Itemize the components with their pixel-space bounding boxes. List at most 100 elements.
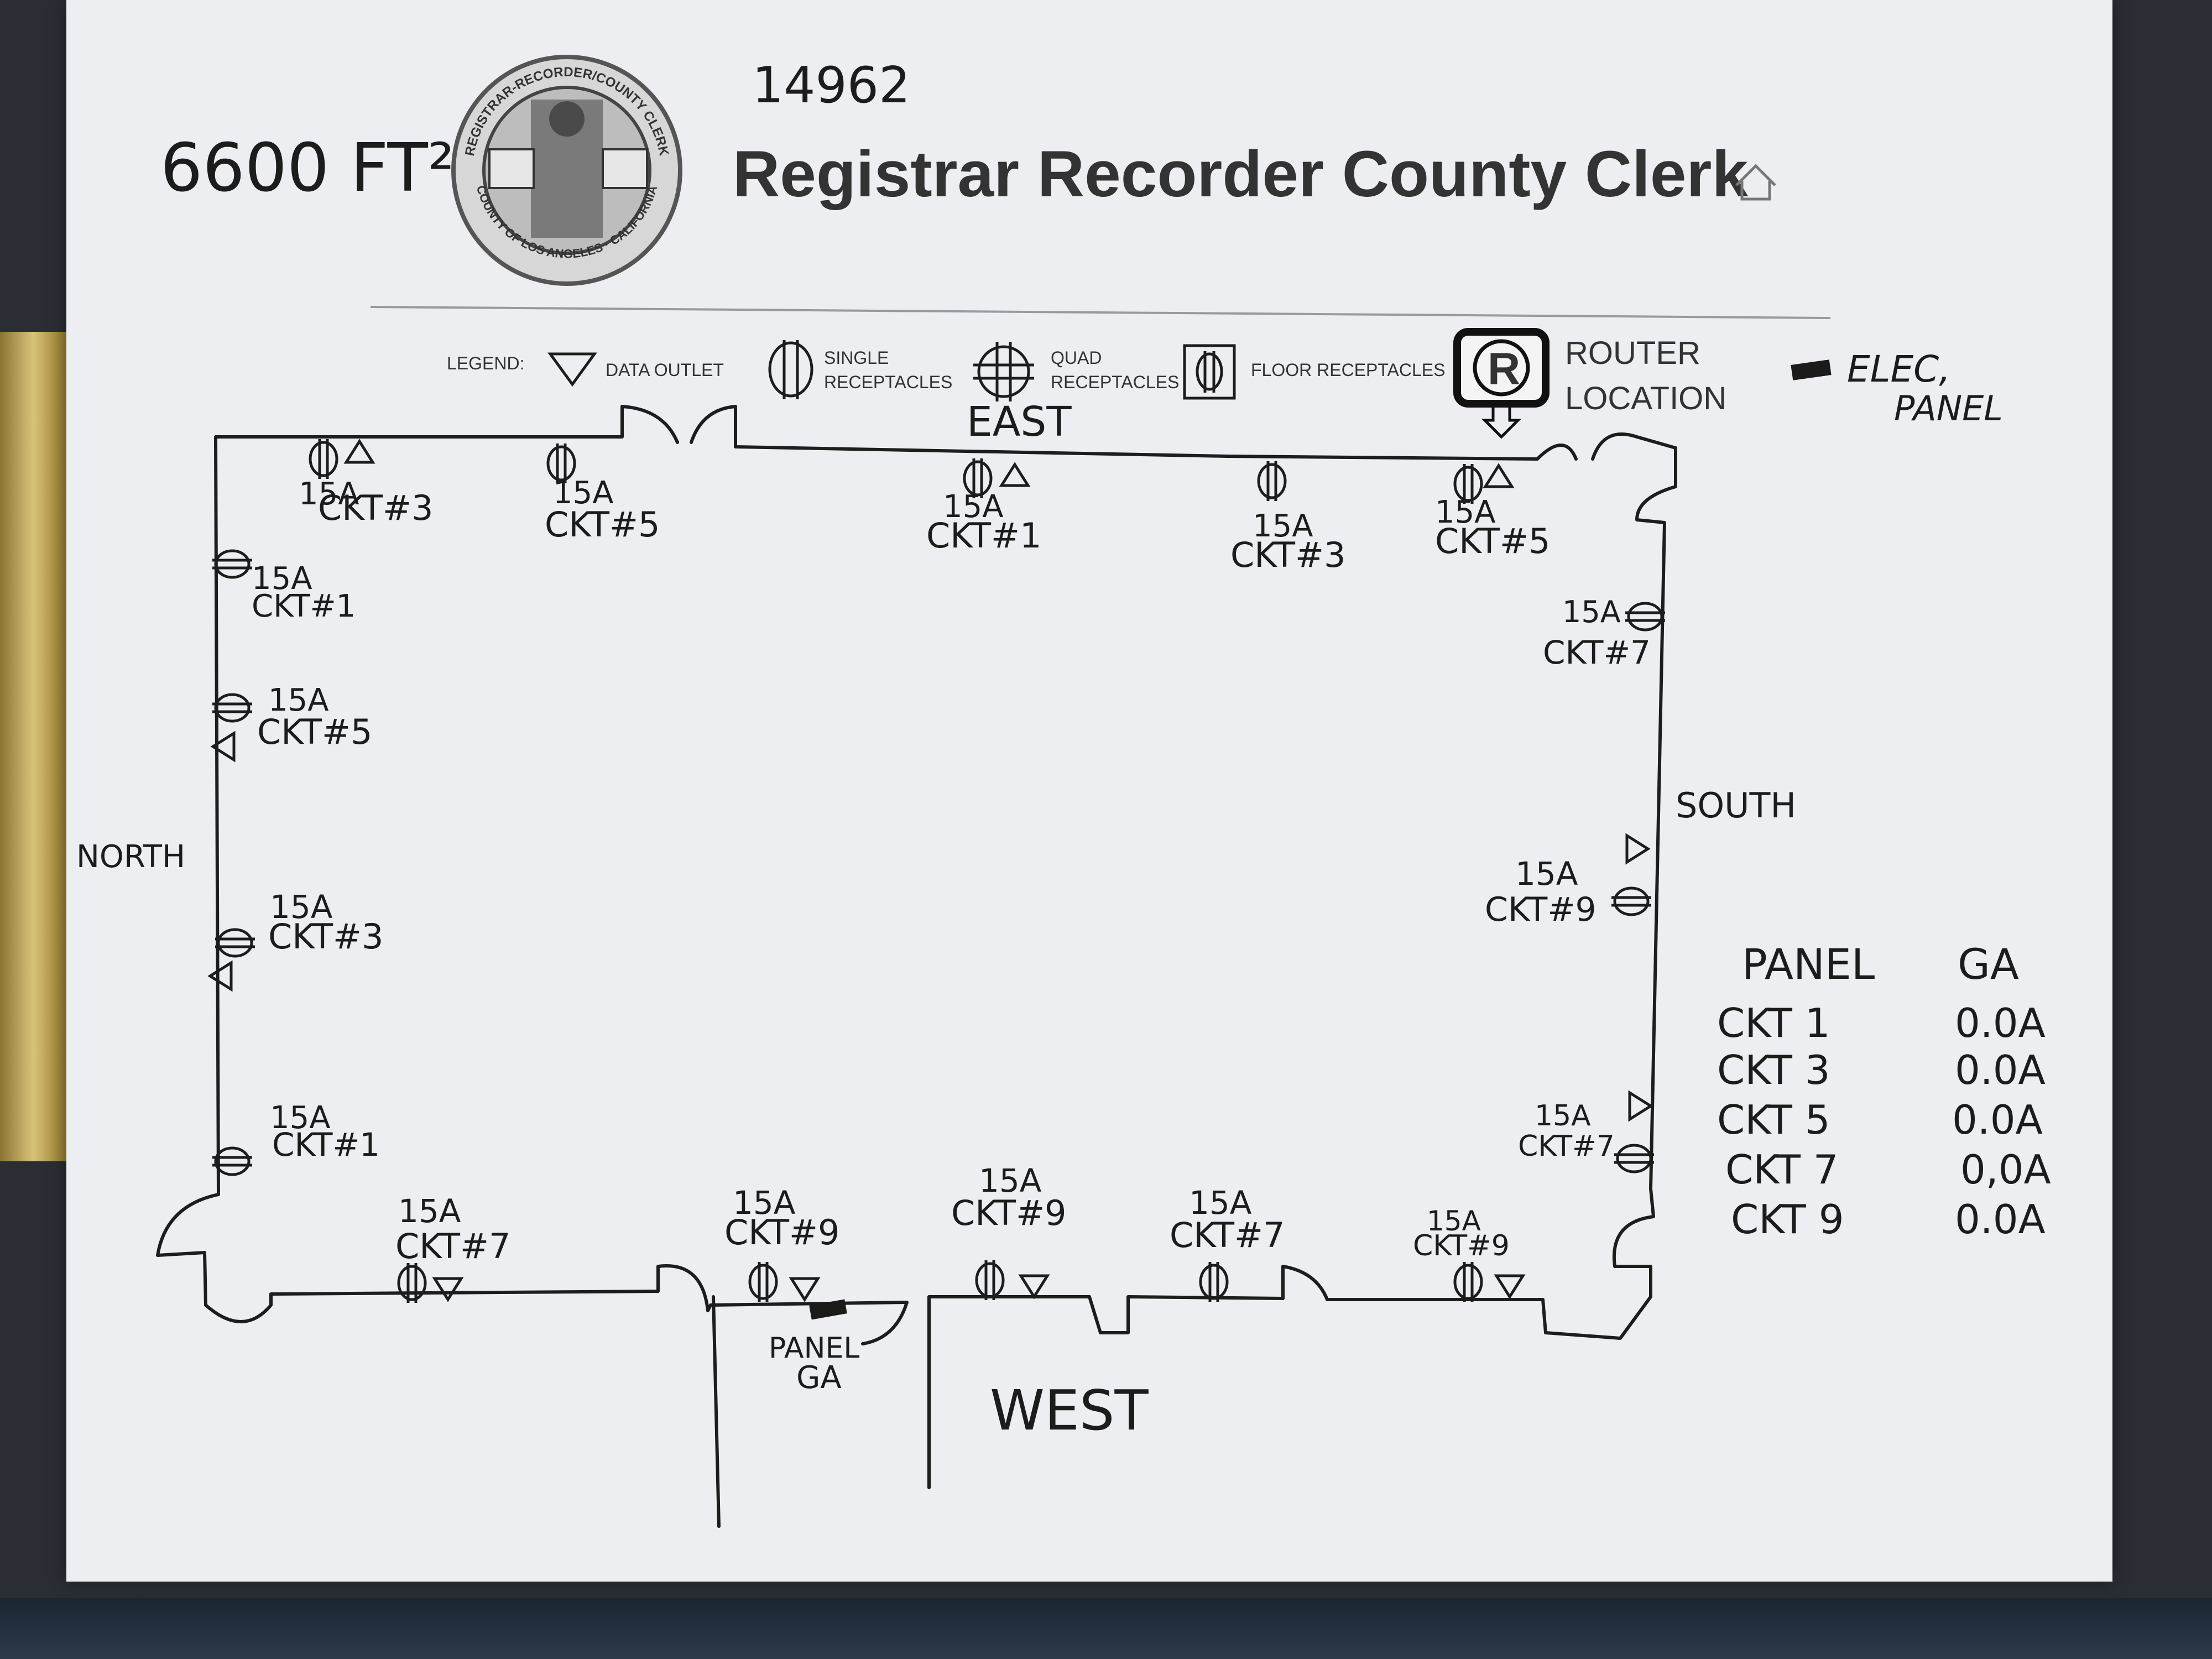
- binder-edge: [0, 1598, 2212, 1659]
- south-circuit-1-amp: 15A: [1562, 594, 1621, 629]
- north-circuit-1-amp: 15A: [252, 561, 312, 597]
- elec-panel-icon: [1791, 359, 1832, 380]
- east-data-outlet-3: [1483, 463, 1515, 488]
- panel-marker-line1: PANEL: [769, 1332, 859, 1365]
- east-circuit-2-amp: 15A: [553, 475, 614, 511]
- quad-receptacle-icon: [973, 342, 1034, 401]
- west-circuit-5-ckt: CKT#9: [1413, 1229, 1510, 1262]
- east-circuit-1-amp: 15A: [299, 476, 359, 512]
- panel-row-5-value: 0.0A: [1955, 1196, 2046, 1243]
- west-circuit-2-amp: 15A: [733, 1184, 796, 1222]
- west-circuit-5-amp: 15A: [1427, 1205, 1481, 1237]
- south-circuit-3-ckt: CKT#7: [1518, 1130, 1615, 1163]
- panel-row-4-ckt: CKT 7: [1725, 1146, 1839, 1193]
- legend-router-line1: ROUTER: [1565, 335, 1700, 371]
- single-receptacle-icon: [768, 340, 813, 399]
- north-circuit-3-amp: 15A: [270, 888, 333, 926]
- east-circuit-5: 15A CKT#5: [1435, 494, 1550, 561]
- west-circuit-3-amp: 15A: [979, 1162, 1042, 1199]
- east-circuit-1: 15A CKT#3: [299, 476, 433, 528]
- west-circuit-2-ckt: CKT#9: [724, 1212, 839, 1253]
- panel-row-2-ckt: CKT 3: [1717, 1047, 1830, 1093]
- east-circuit-5-amp: 15A: [1435, 494, 1496, 530]
- panel-marker-line2: GA: [796, 1360, 842, 1396]
- svg-text:R: R: [1488, 344, 1520, 394]
- home-icon[interactable]: [1735, 164, 1776, 201]
- south-circuit-1-ckt: CKT#7: [1543, 634, 1651, 671]
- paper-sheet: [66, 0, 2112, 1582]
- west-data-outlet-4: [1494, 1274, 1526, 1300]
- north-receptacle-3: [215, 928, 255, 958]
- south-circuit-3: 15A CKT#7: [1518, 1099, 1615, 1163]
- legend-single-line1: SINGLE: [824, 348, 889, 368]
- north-circuit-1-ckt: CKT#1: [252, 588, 356, 624]
- west-circuit-4: 15A CKT#7: [1170, 1184, 1285, 1255]
- north-circuit-1: 15A CKT#1: [252, 561, 356, 624]
- east-circuit-1-ckt: CKT#3: [318, 488, 433, 528]
- panel-row-1-ckt: CKT 1: [1717, 1000, 1830, 1046]
- east-receptacle-5: [1453, 464, 1483, 504]
- floor-receptacle-icon: [1183, 344, 1236, 400]
- county-seal-logo: REGISTRAR-RECORDER/COUNTY CLERK COUNTY O…: [451, 55, 682, 286]
- legend-elec-line2: PANEL: [1894, 388, 2003, 429]
- north-circuit-2: 15A CKT#5: [257, 682, 372, 752]
- panel-table-heading-left: PANEL: [1742, 940, 1875, 989]
- south-circuit-2-ckt: CKT#9: [1485, 890, 1597, 929]
- router-icon: R: [1453, 328, 1550, 439]
- west-data-outlet-1: [432, 1277, 464, 1302]
- south-circuit-2-amp: 15A: [1515, 855, 1578, 893]
- east-circuit-3: 15A CKT#1: [926, 489, 1041, 556]
- wall-label-south: SOUTH: [1676, 785, 1796, 826]
- south-data-outlet-1: [1625, 833, 1651, 865]
- south-circuit-1: 15A CKT#7: [1543, 594, 1651, 671]
- header-divider: [370, 306, 1831, 319]
- panel-row-5-ckt: CKT 9: [1731, 1196, 1844, 1243]
- west-data-outlet-2: [789, 1277, 821, 1302]
- west-circuit-3: 15A CKT#9: [951, 1162, 1066, 1233]
- north-circuit-2-ckt: CKT#5: [257, 712, 372, 752]
- east-data-outlet-1: [343, 439, 375, 464]
- legend-floor: FLOOR RECEPTACLES: [1251, 360, 1445, 380]
- west-receptacle-1: [397, 1263, 427, 1303]
- east-receptacle-1: [309, 439, 338, 479]
- west-circuit-5: 15A CKT#9: [1413, 1205, 1510, 1262]
- east-circuit-2-ckt: CKT#5: [545, 504, 660, 545]
- room-walls: [156, 405, 1677, 1528]
- panel-row-3-value: 0.0A: [1952, 1097, 2043, 1143]
- west-receptacle-2: [748, 1262, 778, 1302]
- legend-single-line2: RECEPTACLES: [824, 372, 952, 392]
- west-receptacle-3: [975, 1260, 1005, 1300]
- south-circuit-2: 15A CKT#9: [1485, 855, 1597, 929]
- west-circuit-4-ckt: CKT#7: [1170, 1215, 1285, 1255]
- south-receptacle-2: [1611, 886, 1651, 916]
- south-receptacle-1: [1625, 602, 1665, 632]
- panel-table: PANEL GA CKT 1 0.0A CKT 3 0.0A CKT 5 0.0…: [1717, 940, 2051, 1243]
- west-circuit-1: 15A CKT#7: [395, 1192, 510, 1266]
- west-data-outlet-3: [1018, 1274, 1050, 1300]
- west-circuit-2: 15A CKT#9: [724, 1184, 839, 1253]
- east-receptacle-4: [1257, 461, 1287, 501]
- north-circuit-3: 15A CKT#3: [268, 888, 383, 957]
- east-circuit-3-ckt: CKT#1: [926, 515, 1041, 556]
- page-title: Registrar Recorder County Clerk: [733, 138, 1748, 211]
- east-circuit-4: 15A CKT#3: [1230, 508, 1345, 575]
- east-circuit-4-amp: 15A: [1253, 508, 1313, 544]
- east-circuit-5-ckt: CKT#5: [1435, 521, 1550, 561]
- west-circuit-1-ckt: CKT#7: [395, 1226, 510, 1266]
- east-circuit-4-ckt: CKT#3: [1230, 535, 1345, 575]
- north-data-outlet-2: [207, 960, 233, 992]
- north-receptacle-4: [212, 1146, 252, 1176]
- south-circuit-3-amp: 15A: [1535, 1099, 1591, 1133]
- panel-row-3-ckt: CKT 5: [1717, 1097, 1830, 1143]
- legend-quad-line2: RECEPTACLES: [1051, 372, 1179, 392]
- north-circuit-4: 15A CKT#1: [270, 1100, 380, 1164]
- south-receptacle-3: [1614, 1144, 1654, 1173]
- area-note: 6600 FT²: [160, 130, 455, 207]
- reference-number: 14962: [752, 56, 910, 114]
- legend-elec-line1: ELEC,: [1847, 348, 1950, 390]
- wall-label-west: WEST: [990, 1378, 1149, 1443]
- north-circuit-2-amp: 15A: [268, 682, 329, 718]
- east-data-outlet-2: [999, 462, 1031, 487]
- north-receptacle-1: [212, 549, 252, 579]
